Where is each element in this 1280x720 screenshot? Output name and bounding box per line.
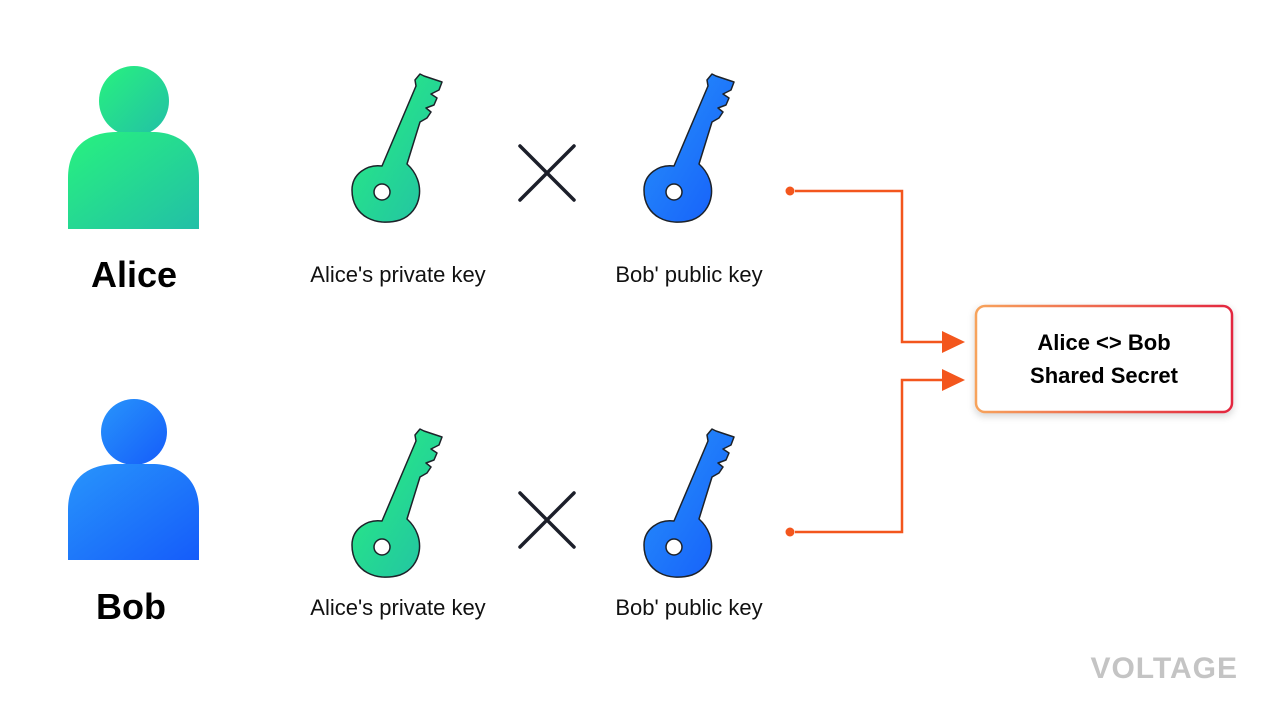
private-key-label: Alice's private key <box>310 262 486 287</box>
multiply-icon <box>518 144 576 202</box>
alice-person-icon <box>68 66 199 229</box>
shared-secret-line1: Alice <> Bob <box>1037 330 1171 355</box>
private-key-icon <box>351 428 443 578</box>
connector-top <box>785 186 965 353</box>
bob-person-icon <box>68 399 199 560</box>
shared-secret-box <box>974 304 1234 414</box>
voltage-logo: VOLTAGE <box>1090 652 1238 685</box>
arrow-icon <box>942 369 965 391</box>
private-key-label: Alice's private key <box>310 595 486 620</box>
public-key-icon <box>643 73 735 223</box>
public-key-label: Bob' public key <box>615 595 763 620</box>
alice-name: Alice <box>90 254 178 295</box>
shared-secret-label: Alice <> Bob Shared Secret <box>975 305 1233 413</box>
multiply-icon <box>518 491 576 549</box>
connector-bottom <box>785 369 965 537</box>
public-key-icon <box>643 428 735 578</box>
private-key-icon <box>351 73 443 223</box>
public-key-label: Bob' public key <box>615 262 763 287</box>
bob-name: Bob <box>96 586 166 627</box>
shared-secret-line2: Shared Secret <box>1030 363 1178 388</box>
arrow-icon <box>942 331 965 353</box>
